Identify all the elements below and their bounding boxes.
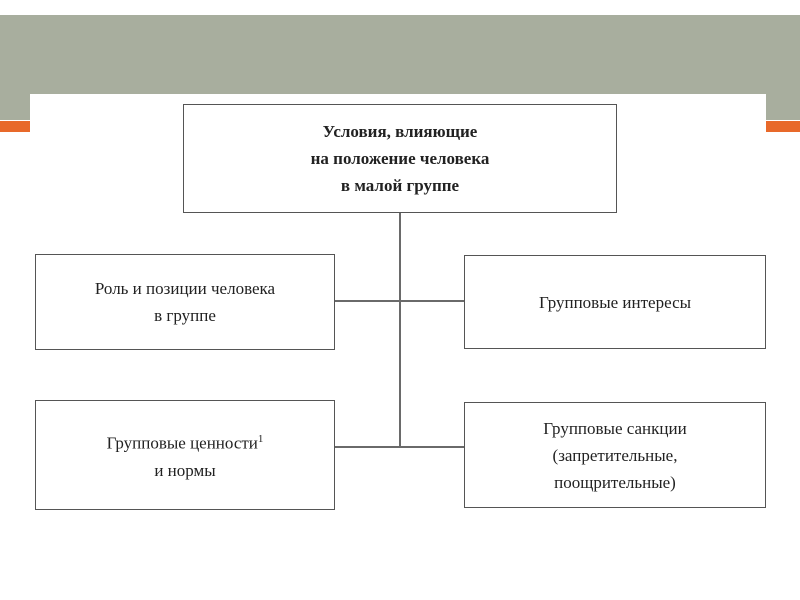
box-role-line-2: в группе [154, 306, 216, 325]
box-sanctions-line-1: Групповые санкции [543, 418, 687, 438]
connector-to-sanctions [400, 446, 464, 448]
connector-vertical-trunk [399, 213, 401, 447]
accent-bar-left [0, 121, 30, 132]
box-values-line-1: Групповые ценности1 [107, 426, 264, 457]
box-values-line-2: и нормы [154, 460, 216, 480]
box-interests-line-1: Групповые интересы [538, 292, 692, 312]
box-role-position: Роль и позиции человека в группе [35, 254, 335, 350]
box-role-line-1: Роль и позиции человека [94, 279, 276, 298]
connector-to-role [335, 300, 400, 302]
footnote-marker: 1 [257, 433, 264, 446]
box-sanctions-line-2: (запретительные, [552, 445, 678, 465]
box-conditions-line-2: на положение человека [310, 149, 490, 168]
box-conditions-line-1: Условия, влияющие [322, 122, 478, 141]
connector-to-values [335, 446, 400, 448]
box-group-interests: Групповые интересы [464, 255, 766, 349]
box-sanctions-line-3: поощрительные) [554, 472, 676, 492]
box-group-values: Групповые ценности1 и нормы [35, 400, 335, 510]
box-conditions-title: Условия, влияющие на положение человека … [183, 104, 617, 213]
box-values-text: Групповые ценности [106, 433, 258, 453]
connector-to-interests [400, 300, 464, 302]
box-conditions-line-3: в малой группе [340, 176, 460, 195]
box-group-sanctions: Групповые санкции (запретительные, поощр… [464, 402, 766, 508]
accent-bar-right [766, 121, 800, 132]
